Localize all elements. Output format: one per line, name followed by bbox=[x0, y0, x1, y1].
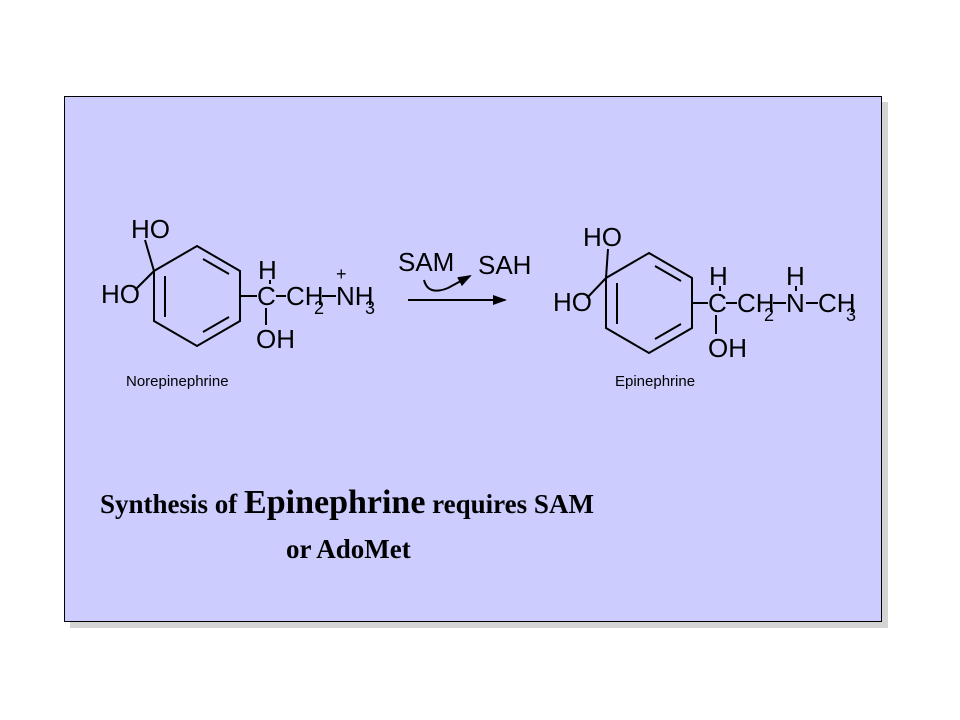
reactant-charge: + bbox=[336, 264, 347, 284]
reactant-c: C bbox=[257, 281, 276, 311]
cofactor-sah: SAH bbox=[478, 250, 531, 280]
product-bond-ho-top bbox=[605, 248, 609, 279]
reactant-h: H bbox=[258, 255, 277, 285]
product-ho-top: HO bbox=[583, 222, 622, 252]
caption-part-3: requires SAM bbox=[425, 489, 594, 519]
reactant-ring-double-bond-2 bbox=[202, 316, 230, 333]
reactant-benzene-ring bbox=[153, 244, 241, 348]
reactant-ring-double-bond-1 bbox=[202, 258, 230, 275]
product-oh: OH bbox=[708, 333, 747, 363]
product-ring-double-bond-2 bbox=[654, 323, 682, 340]
caption-line-2: or AdoMet bbox=[286, 534, 411, 564]
reactant-name: Norepinephrine bbox=[126, 373, 229, 390]
product-h: H bbox=[709, 261, 728, 291]
reactant-nh3-subscript: 3 bbox=[365, 298, 375, 318]
product-name: Epinephrine bbox=[615, 373, 695, 390]
cofactor-sam: SAM bbox=[398, 247, 454, 277]
product-benzene-ring bbox=[605, 251, 693, 355]
caption-line-1: Synthesis of Epinephrine requires SAM bbox=[100, 484, 820, 522]
product-ch3: CH bbox=[818, 288, 856, 318]
product-ho-left: HO bbox=[553, 287, 592, 317]
epinephrine-structure: HO HO H C OH CH 2 H N CH 3 Epinephrine bbox=[553, 222, 856, 390]
product-ch2-subscript: 2 bbox=[764, 305, 774, 325]
product-ch2: CH bbox=[737, 288, 775, 318]
reactant-nh3: NH bbox=[336, 281, 374, 311]
reactant-ho-left: HO bbox=[101, 279, 140, 309]
reactant-oh: OH bbox=[256, 324, 295, 354]
reactant-ho-top: HO bbox=[131, 214, 170, 244]
reactant-bond-ho-left bbox=[134, 270, 155, 291]
product-ring-double-bond-1 bbox=[654, 265, 682, 282]
reactant-ch2-subscript: 2 bbox=[314, 298, 324, 318]
reactant-bond-ho-top bbox=[144, 239, 155, 272]
caption-part-1: Synthesis of bbox=[100, 489, 245, 519]
product-ch3-subscript: 3 bbox=[846, 305, 856, 325]
product-bond-ho-left bbox=[586, 277, 607, 299]
reactant-ch2: CH bbox=[286, 281, 324, 311]
norepinephrine-structure: HO HO H C OH CH 2 NH 3 + Norepinephrine bbox=[101, 214, 375, 390]
reaction-arrow-group: SAM SAH bbox=[398, 247, 531, 305]
product-n: N bbox=[786, 288, 805, 318]
cofactor-curved-arrow bbox=[423, 275, 472, 292]
product-n-h: H bbox=[786, 261, 805, 291]
caption-part-2: Epinephrine bbox=[244, 484, 426, 521]
product-c: C bbox=[708, 288, 727, 318]
slide-panel bbox=[64, 96, 882, 622]
